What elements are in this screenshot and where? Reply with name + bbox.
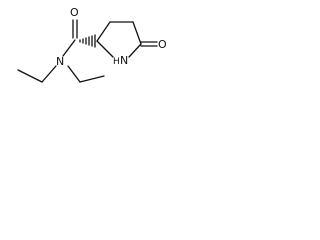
n-ethyl-right-bond-2 [79,75,105,83]
ring-nitrogen-h-label: H [113,57,120,67]
ring-nitrogen-label: N [120,54,128,67]
n-ethyl-left-bond-2 [17,69,43,83]
hashed-wedge-bond [79,34,96,48]
carbonyl-oxygen-label: O [70,6,79,19]
lactam-oxygen-label: O [158,38,167,51]
n-ethyl-right-bond-1 [67,65,81,83]
ring-bond-c2-c3 [96,21,111,42]
ring-bond-n1-c2 [96,40,114,58]
amide-nitrogen-label: N [56,55,64,68]
ring-bond-c5-n1 [128,43,142,58]
n-ethyl-left-bond-1 [41,65,57,83]
ring-bond-c4-c5 [132,21,142,45]
structure-diagram: O N N H O [17,6,167,83]
carbonyl-to-amide-n-bond [62,39,76,57]
